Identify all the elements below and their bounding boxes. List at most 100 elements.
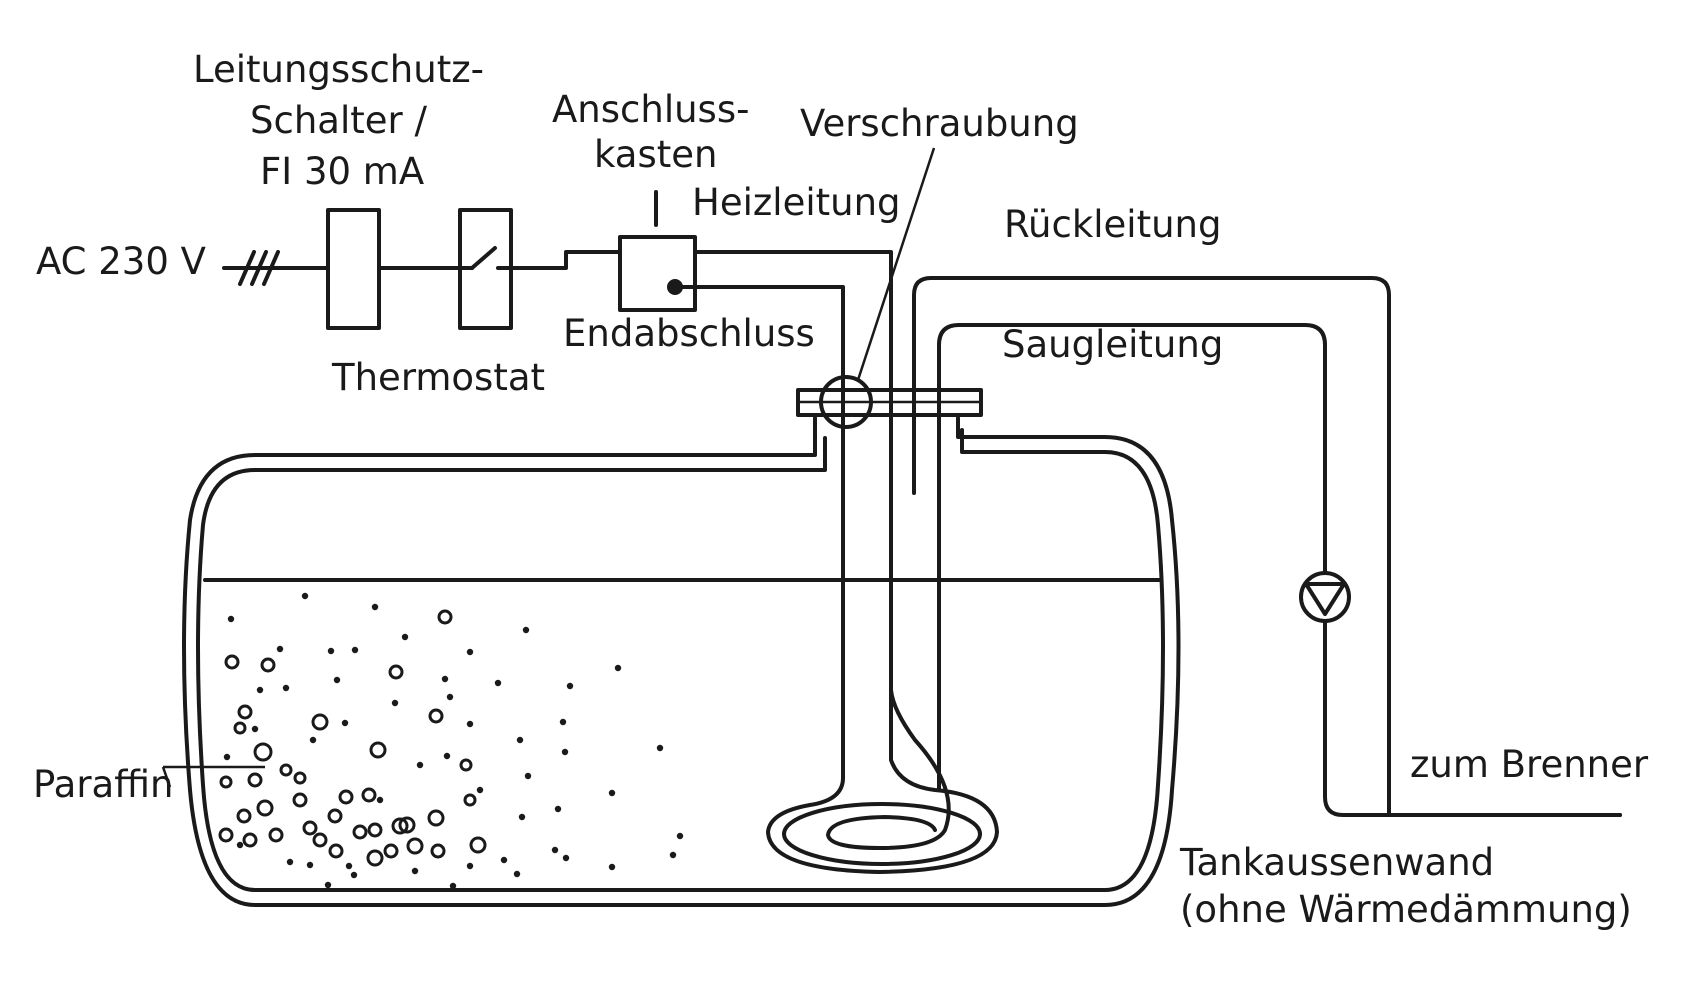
- paraffin-bubble: [256, 799, 274, 817]
- open-switch-icon: [458, 246, 513, 270]
- breaker-label-line1: Leitungsschutz-: [193, 48, 484, 91]
- paraffin-bubble: [427, 809, 445, 827]
- fitting-pointer: [856, 147, 936, 381]
- paraffin-bubble: [369, 741, 387, 759]
- paraffin-bubble: [383, 843, 399, 859]
- paraffin-speck: [566, 682, 574, 690]
- paraffin-speck: [333, 676, 341, 684]
- pump-triangle-icon: [1299, 571, 1351, 623]
- paraffin-speck: [516, 736, 524, 744]
- paraffin-speck: [494, 679, 502, 687]
- tank-inner-wall: [196, 416, 1165, 892]
- paraffin-bubble: [469, 836, 487, 854]
- suction-line-label: Saugleitung: [1002, 323, 1223, 366]
- paraffin-speck: [350, 871, 358, 879]
- paraffin-speck: [676, 832, 684, 840]
- paraffin-bubble: [242, 832, 258, 848]
- paraffin-speck: [286, 858, 294, 866]
- paraffin-speck: [559, 718, 567, 726]
- breaker-box-icon: [326, 208, 381, 330]
- tank-outer-wall: [182, 416, 1181, 907]
- paraffin-speck: [306, 861, 314, 869]
- paraffin-bubble: [237, 704, 253, 720]
- heating-coil-middle-ring: [782, 802, 982, 866]
- paraffin-speck: [371, 603, 379, 611]
- paraffin-bubble: [406, 837, 424, 855]
- paraffin-speck: [236, 841, 244, 849]
- paraffin-bubble: [428, 708, 444, 724]
- paraffin-speck: [391, 699, 399, 707]
- paraffin-bubble: [293, 771, 307, 785]
- paraffin-speck: [449, 882, 457, 890]
- paraffin-bubble: [352, 824, 368, 840]
- wire-switch-junction: [509, 250, 622, 270]
- paraffin-bubble: [367, 822, 383, 838]
- end-termination-label: Endabschluss: [563, 312, 815, 355]
- paraffin-bubble: [312, 832, 328, 848]
- three-phase-hatch-icon: [238, 250, 280, 286]
- paraffin-speck: [476, 786, 484, 794]
- paraffin-speck: [466, 648, 474, 656]
- paraffin-bubble: [292, 792, 308, 808]
- tank-wall-label-line1: Tankaussenwand: [1179, 841, 1494, 884]
- paraffin-bubble: [391, 817, 409, 835]
- paraffin-speck: [256, 686, 264, 694]
- paraffin-speck: [608, 789, 616, 797]
- paraffin-speck: [309, 736, 317, 744]
- paraffin-bubble: [219, 775, 233, 789]
- paraffin-bubble: [224, 654, 240, 670]
- paraffin-bubble: [437, 609, 453, 625]
- paraffin-bubble: [463, 793, 477, 807]
- heating-cable-inner: [673, 285, 845, 780]
- paraffin-bubble: [236, 808, 252, 824]
- paraffin-speck: [441, 675, 449, 683]
- pipes: [912, 276, 1622, 817]
- paraffin-speck: [522, 626, 530, 634]
- paraffin-speck: [443, 752, 451, 760]
- fitting-circle-icon: [819, 375, 873, 429]
- paraffin-speck: [351, 646, 359, 654]
- paraffin-bubble: [218, 827, 234, 843]
- paraffin-bubble: [327, 808, 343, 824]
- paraffin-speck: [608, 863, 616, 871]
- junction-box: [618, 235, 697, 312]
- paraffin-bubble: [253, 742, 273, 762]
- paraffin-speck: [301, 592, 309, 600]
- paraffin-speck: [561, 748, 569, 756]
- paraffin-speck: [518, 813, 526, 821]
- paraffin-bubble: [459, 758, 473, 772]
- tank-wall-label-line2: (ohne Wärmedämmung): [1180, 888, 1632, 931]
- paraffin-speck: [341, 719, 349, 727]
- paraffin-label: Paraffin: [33, 763, 173, 806]
- paraffin-speck: [554, 805, 562, 813]
- paraffin-bubble: [338, 789, 354, 805]
- paraffin-speck: [446, 693, 454, 701]
- paraffin-speck: [562, 854, 570, 862]
- paraffin-speck: [416, 761, 424, 769]
- heating-cable-label: Heizleitung: [692, 181, 901, 224]
- paraffin-bubble: [388, 664, 404, 680]
- paraffin-speck: [327, 647, 335, 655]
- paraffin-speck: [276, 645, 284, 653]
- paraffin-bubble: [311, 713, 329, 731]
- paraffin-speck: [227, 615, 235, 623]
- paraffin-bubble: [268, 827, 284, 843]
- paraffin-bubble: [398, 816, 416, 834]
- to-burner-label: zum Brenner: [1410, 743, 1649, 786]
- tank: [182, 147, 1181, 907]
- heating-cable-outer: [693, 250, 893, 692]
- paraffin-speck: [345, 862, 353, 870]
- paraffin-speck: [656, 744, 664, 752]
- paraffin-particles: [218, 592, 684, 890]
- heating-coil-inner-loop: [826, 688, 951, 850]
- paraffin-speck: [466, 862, 474, 870]
- paraffin-bubble: [279, 763, 293, 777]
- paraffin-bubble: [302, 820, 318, 836]
- paraffin-bubble: [260, 657, 276, 673]
- paraffin-speck: [401, 633, 409, 641]
- thermostat-label: Thermostat: [331, 356, 545, 399]
- heating-coil-outer-loop: [766, 688, 999, 874]
- paraffin-speck: [376, 796, 384, 804]
- suction-pipe: [937, 323, 1622, 817]
- paraffin-speck: [500, 856, 508, 864]
